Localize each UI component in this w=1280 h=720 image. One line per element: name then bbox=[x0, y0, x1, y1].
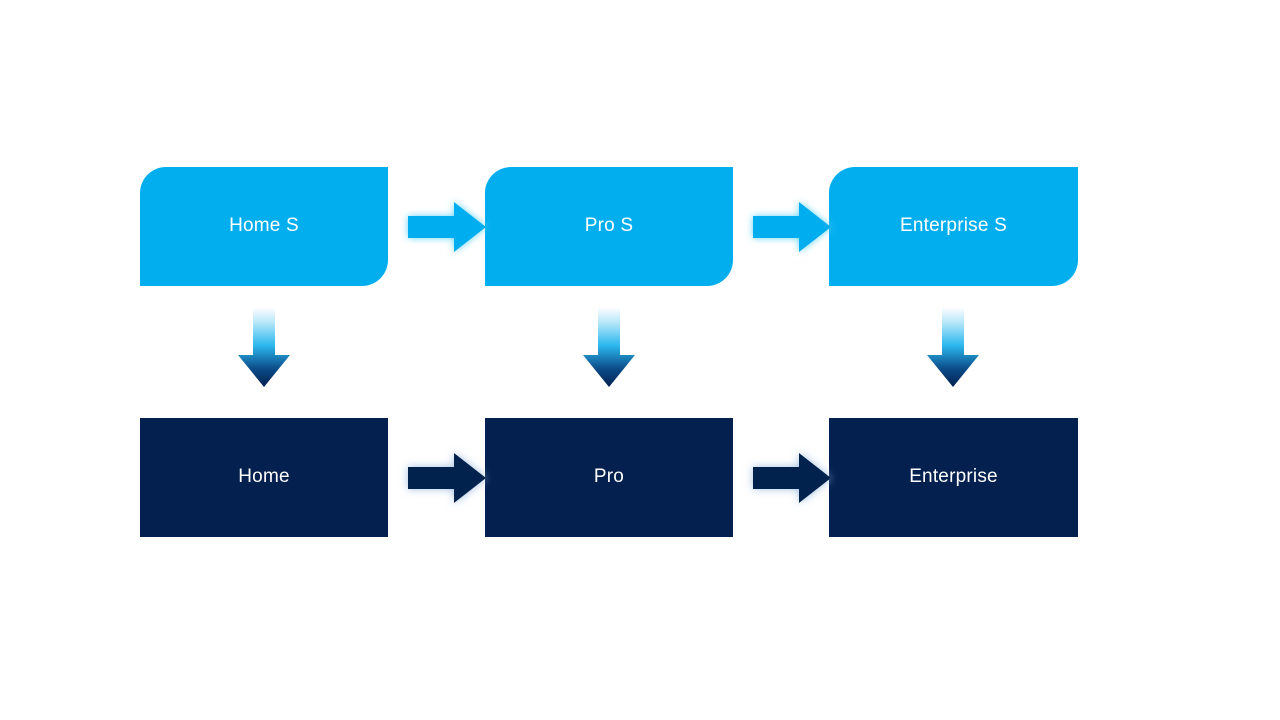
arrow-down-icon-home-s-to-home bbox=[233, 305, 295, 391]
node-home[interactable]: Home bbox=[140, 418, 388, 537]
node-label: Home bbox=[238, 466, 290, 488]
node-label: Home S bbox=[229, 215, 299, 237]
arrow-down-icon-enterprise-s-to-enterprise bbox=[922, 305, 984, 391]
node-pro-s[interactable]: Pro S bbox=[485, 167, 733, 286]
node-label: Pro S bbox=[584, 215, 634, 237]
node-enterprise[interactable]: Enterprise bbox=[829, 418, 1078, 537]
node-label: Enterprise bbox=[909, 466, 998, 488]
node-enterprise-s[interactable]: Enterprise S bbox=[829, 167, 1078, 286]
node-home-s[interactable]: Home S bbox=[140, 167, 388, 286]
arrow-right-icon-home-to-pro bbox=[404, 447, 490, 509]
arrow-right-icon-home-s-to-pro-s bbox=[404, 196, 490, 258]
node-pro[interactable]: Pro bbox=[485, 418, 733, 537]
arrow-right-icon-pro-to-enterprise bbox=[749, 447, 835, 509]
arrow-right-icon-pro-s-to-enterprise-s bbox=[749, 196, 835, 258]
node-label: Pro bbox=[593, 466, 625, 488]
arrow-down-icon-pro-s-to-pro bbox=[578, 305, 640, 391]
node-label: Enterprise S bbox=[900, 215, 1007, 237]
